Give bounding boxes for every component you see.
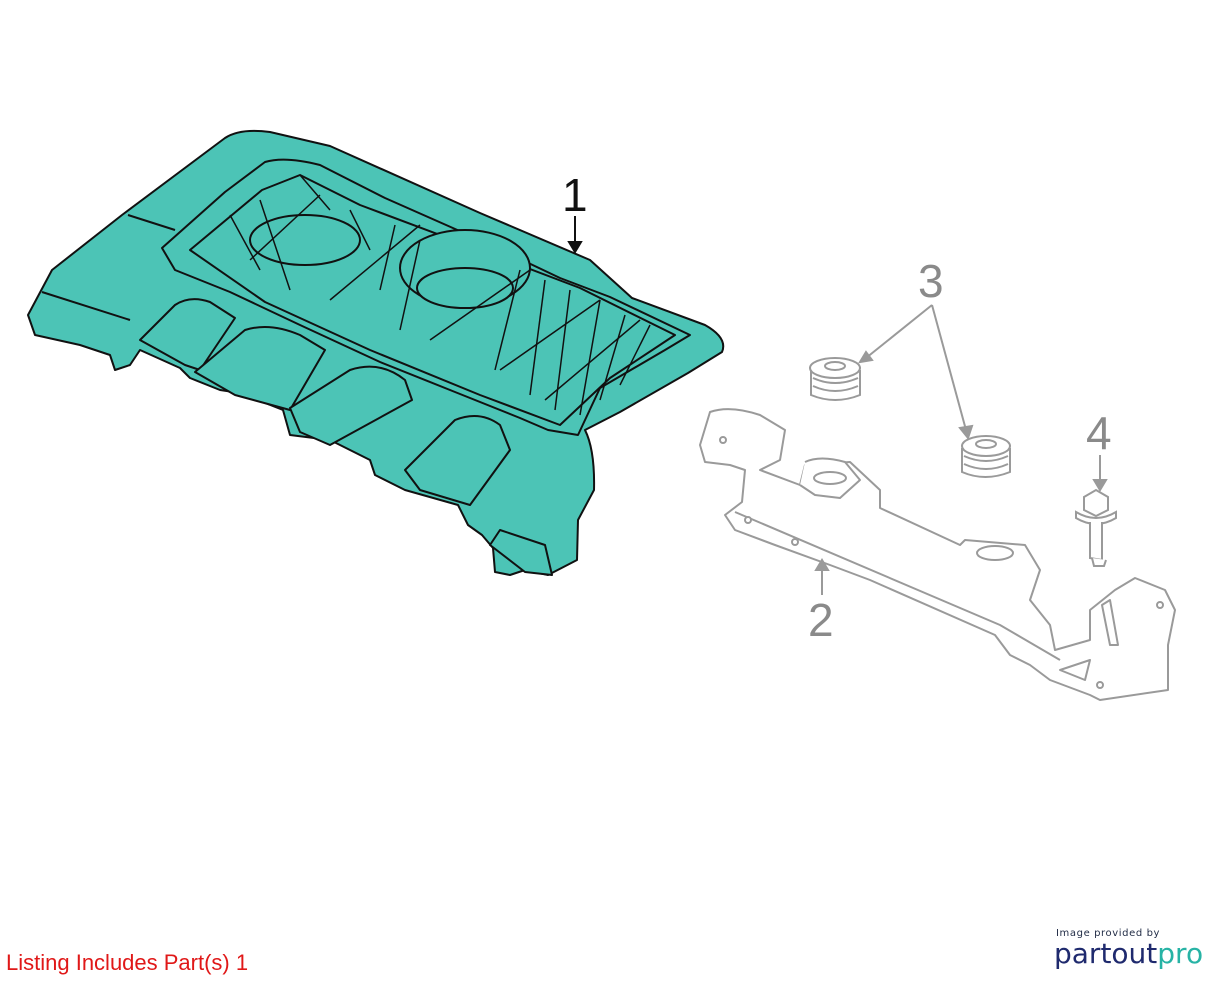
listing-includes-text: Listing Includes Part(s) 1 — [6, 950, 248, 976]
part-1-engine-cover[interactable] — [27, 129, 725, 576]
callout-2[interactable]: 2 — [808, 594, 834, 646]
logo-pro: pro — [1157, 937, 1204, 970]
partoutpro-logo: partoutpro — [1054, 937, 1214, 970]
leader-line-1 — [567, 216, 583, 254]
brand-logo: Image provided by partoutpro — [1054, 928, 1214, 970]
part-3-grommet-a[interactable] — [809, 357, 861, 401]
part-2-bracket[interactable] — [699, 408, 1176, 701]
listing-parts: 1 — [235, 950, 249, 975]
leader-line-3 — [858, 304, 974, 441]
callout-1[interactable]: 1 — [562, 169, 588, 221]
part-3-grommet-b[interactable] — [961, 435, 1011, 478]
callout-3[interactable]: 3 — [918, 255, 944, 307]
callout-4[interactable]: 4 — [1086, 407, 1112, 459]
image-credit: Image provided by — [1056, 928, 1161, 939]
logo-partout: partout — [1054, 937, 1158, 970]
leader-line-4 — [1092, 455, 1108, 492]
part-4-bolt[interactable] — [1075, 488, 1117, 567]
leader-line-2 — [814, 558, 830, 595]
listing-label: Listing Includes Part(s) — [6, 950, 230, 975]
